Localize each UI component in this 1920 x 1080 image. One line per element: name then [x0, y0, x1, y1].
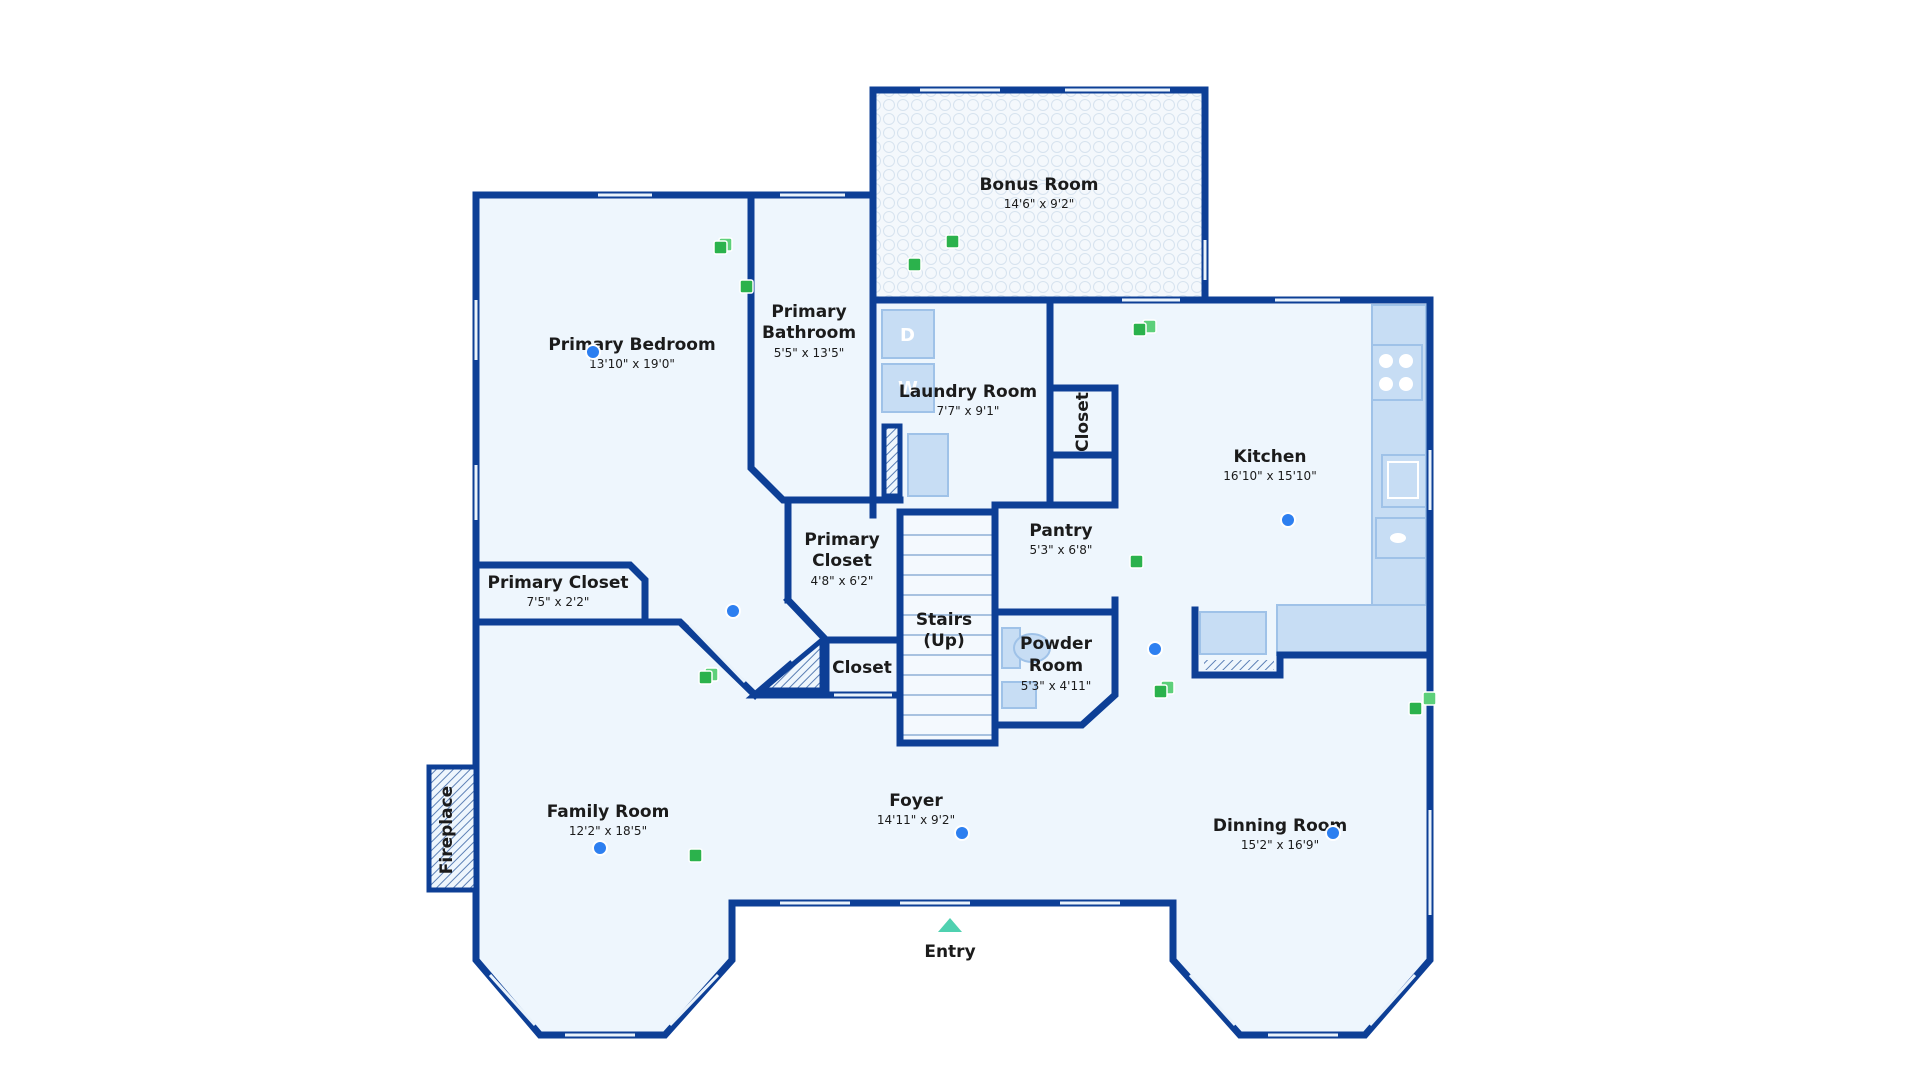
family-room-name: Family Room	[547, 802, 670, 822]
entry-label: Entry	[924, 942, 975, 962]
primary-bathroom-name-1: Primary	[771, 302, 846, 322]
kitchen-dim: 16'10" x 15'10"	[1223, 469, 1316, 483]
photo-point[interactable]	[907, 257, 922, 272]
primary-closet-small-name-2: Closet	[812, 551, 872, 571]
bonus-room-floor	[876, 93, 1202, 298]
photo-point[interactable]	[1408, 701, 1423, 716]
photo-point[interactable]	[698, 670, 713, 685]
washer-letter: W	[898, 378, 918, 399]
dryer	[881, 309, 935, 359]
primary-bathroom-dim: 5'5" x 13'5"	[774, 346, 845, 360]
pano-point[interactable]	[592, 840, 608, 856]
primary-bedroom-dim: 13'10" x 19'0"	[589, 357, 675, 371]
pano-point[interactable]	[585, 344, 601, 360]
laundry-hatch	[881, 423, 903, 499]
pano-point[interactable]	[725, 603, 741, 619]
primary-closet-small-name-1: Primary	[804, 530, 879, 550]
photo-point[interactable]	[739, 279, 754, 294]
photo-point[interactable]	[1129, 554, 1144, 569]
laundry-sink	[907, 433, 949, 497]
bonus-room-name: Bonus Room	[979, 175, 1098, 195]
bonus-room-dim: 14'6" x 9'2"	[1004, 197, 1075, 211]
powder-room-name-1: Powder	[1020, 634, 1093, 654]
pano-point[interactable]	[1280, 512, 1296, 528]
laundry-fixtures: D W	[881, 309, 949, 499]
pano-point[interactable]	[954, 825, 970, 841]
primary-closet-dim: 7'5" x 2'2"	[527, 595, 590, 609]
foyer-dim: 14'11" x 9'2"	[877, 813, 955, 827]
stairs-name-1: Stairs	[916, 610, 972, 630]
stairs-name-2: (Up)	[923, 631, 965, 651]
primary-closet-small-dim: 4'8" x 6'2"	[811, 574, 874, 588]
pano-points	[585, 344, 1341, 856]
photo-point[interactable]	[688, 848, 703, 863]
foyer-name: Foyer	[889, 791, 943, 811]
dining-room-dim: 15'2" x 16'9"	[1241, 838, 1319, 852]
pantry-name: Pantry	[1029, 521, 1092, 541]
dryer-letter: D	[900, 325, 915, 346]
washer	[881, 363, 935, 413]
kitchen-name: Kitchen	[1234, 447, 1307, 467]
primary-bedroom-name: Primary Bedroom	[548, 335, 715, 355]
photo-point[interactable]	[1153, 684, 1168, 699]
room-labels: Bonus Room 14'6" x 9'2" Primary Bedroom …	[437, 175, 1347, 874]
photo-point[interactable]	[945, 234, 960, 249]
island-hatch	[1204, 660, 1274, 670]
photo-point[interactable]	[1422, 691, 1437, 706]
pantry-dim: 5'3" x 6'8"	[1030, 543, 1093, 557]
laundry-room-dim: 7'7" x 9'1"	[937, 404, 1000, 418]
primary-bathroom-name-2: Bathroom	[762, 323, 856, 343]
closet-hall-name: Closet	[832, 658, 892, 678]
laundry-room-name: Laundry Room	[899, 382, 1037, 402]
entry-marker[interactable]	[938, 918, 962, 932]
powder-room-name-2: Room	[1029, 656, 1083, 676]
windows	[474, 88, 1432, 1037]
photo-points	[688, 234, 1437, 863]
powder-fixtures	[1001, 627, 1051, 709]
closet-kitchen-name: Closet	[1073, 392, 1093, 452]
pano-point[interactable]	[1325, 825, 1341, 841]
photo-point[interactable]	[713, 240, 728, 255]
primary-closet-name: Primary Closet	[488, 573, 629, 593]
dining-room-name: Dinning Room	[1213, 816, 1347, 836]
fireplace-name: Fireplace	[437, 786, 457, 874]
stairs	[903, 515, 995, 743]
photo-point[interactable]	[1132, 322, 1147, 337]
powder-room-dim: 5'3" x 4'11"	[1021, 679, 1092, 693]
pano-point[interactable]	[1147, 641, 1163, 657]
family-room-dim: 12'2" x 18'5"	[569, 824, 647, 838]
